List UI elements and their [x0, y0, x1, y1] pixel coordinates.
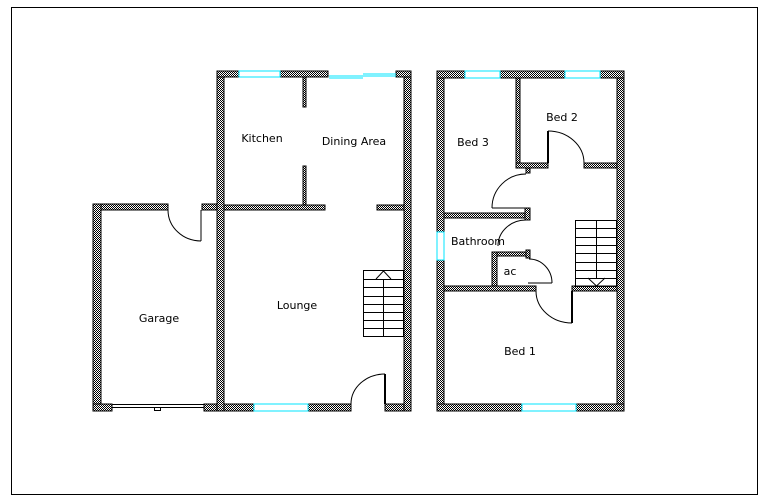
wall — [403, 70, 412, 412]
wall-post — [524, 207, 531, 221]
wall — [616, 70, 625, 412]
wall — [384, 403, 405, 412]
wall — [436, 70, 625, 79]
wall — [443, 212, 531, 219]
room-label-kitchen: Kitchen — [241, 132, 282, 145]
wall — [92, 203, 169, 211]
bed1-door[interactable] — [535, 290, 573, 324]
room-label-garage: Garage — [139, 312, 180, 325]
wall — [491, 251, 498, 288]
lounge-window — [253, 403, 309, 412]
room-label-bed1: Bed 1 — [504, 345, 536, 358]
garage-door[interactable] — [112, 404, 204, 411]
room-label-bed3: Bed 3 — [457, 136, 489, 149]
bed2-door[interactable] — [547, 130, 585, 164]
wall — [223, 204, 326, 211]
wall-post — [525, 249, 531, 259]
kitchen-window — [238, 70, 281, 78]
wall — [515, 162, 549, 169]
wall — [201, 203, 218, 211]
room-label-dining: Dining Area — [322, 135, 386, 148]
bathroom-door[interactable] — [497, 219, 527, 247]
garage-side-door[interactable] — [167, 209, 202, 242]
wall — [376, 204, 405, 211]
ground-floor: Kitchen Dining Area Garage Lounge — [92, 70, 412, 412]
stair-arrow-icon — [375, 270, 392, 280]
sliding-door — [329, 73, 396, 79]
wall — [583, 162, 618, 169]
room-label-lounge: Lounge — [277, 299, 318, 312]
staircase — [363, 270, 404, 337]
drawing-frame — [11, 7, 758, 495]
room-label-ac: ac — [504, 265, 517, 278]
wall — [515, 77, 521, 169]
upper-floor: Bed 3 Bed 2 Bathroom ac Bed 1 — [436, 70, 625, 412]
bed2-window — [564, 70, 601, 79]
ac-cupboard-door[interactable] — [528, 258, 553, 284]
partition-wall — [302, 76, 307, 108]
wall — [203, 403, 218, 412]
partition-wall — [302, 165, 307, 207]
room-label-bed2: Bed 2 — [546, 111, 578, 124]
bathroom-window — [436, 231, 445, 261]
wall — [395, 70, 412, 78]
bed1-window — [521, 403, 577, 412]
wall — [443, 285, 537, 292]
room-label-bathroom: Bathroom — [451, 235, 505, 248]
wall-post — [525, 167, 531, 174]
bed3-window — [464, 70, 501, 79]
wall — [92, 203, 102, 412]
staircase — [575, 220, 617, 287]
front-door[interactable] — [350, 373, 386, 405]
wall — [216, 70, 225, 412]
stair-arrow-icon — [587, 277, 606, 287]
wall — [491, 251, 531, 257]
bed3-door[interactable] — [491, 173, 527, 209]
wall — [92, 403, 113, 412]
